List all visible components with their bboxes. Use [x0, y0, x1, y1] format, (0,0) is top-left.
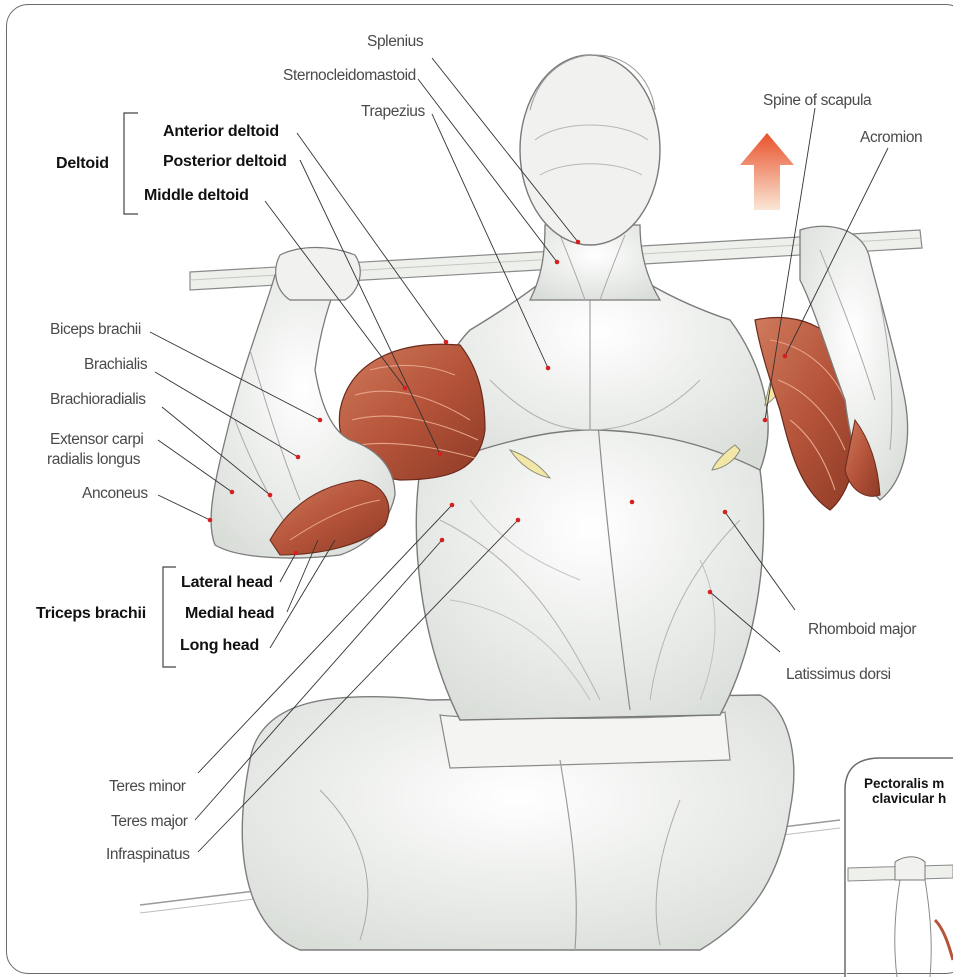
infraspinatus-label: Infraspinatus	[106, 846, 190, 864]
anconeus-label: Anconeus	[82, 485, 148, 503]
head	[520, 55, 660, 245]
extensor-carpi-label-line1: Extensor carpi	[50, 431, 143, 449]
sternocleidomastoid-label: Sternocleidomastoid	[283, 67, 416, 85]
latissimus-dorsi-label: Latissimus dorsi	[786, 666, 891, 684]
trapezius-label: Trapezius	[361, 103, 425, 121]
lateral-head-label: Lateral head	[181, 574, 273, 592]
inset-label-line2: clavicular h	[872, 791, 946, 806]
teres-major-label: Teres major	[111, 813, 188, 831]
splenius-label: Splenius	[367, 33, 423, 51]
up-arrow-icon	[740, 133, 794, 210]
deltoid-group-label: Deltoid	[56, 155, 109, 173]
acromion-label: Acromion	[860, 129, 922, 147]
torso	[242, 695, 793, 950]
deltoid-bracket	[124, 113, 138, 214]
anterior-deltoid-label: Anterior deltoid	[163, 123, 279, 141]
brachialis-label: Brachialis	[84, 356, 147, 374]
biceps-brachii-label: Biceps brachii	[50, 321, 141, 339]
posterior-deltoid-label: Posterior deltoid	[163, 153, 287, 171]
brachioradialis-label: Brachioradialis	[50, 391, 146, 409]
middle-deltoid-label: Middle deltoid	[144, 187, 249, 205]
triceps-group-label: Triceps brachii	[36, 605, 146, 623]
teres-minor-label: Teres minor	[109, 778, 186, 796]
long-head-label: Long head	[180, 637, 259, 655]
spine-of-scapula-label: Spine of scapula	[763, 92, 871, 110]
inset-label-line1: Pectoralis m	[864, 776, 944, 791]
medial-head-label: Medial head	[185, 605, 274, 623]
triceps-bracket	[163, 567, 176, 667]
extensor-carpi-label-line2: radialis longus	[47, 451, 140, 469]
rhomboid-major-label: Rhomboid major	[808, 621, 916, 639]
